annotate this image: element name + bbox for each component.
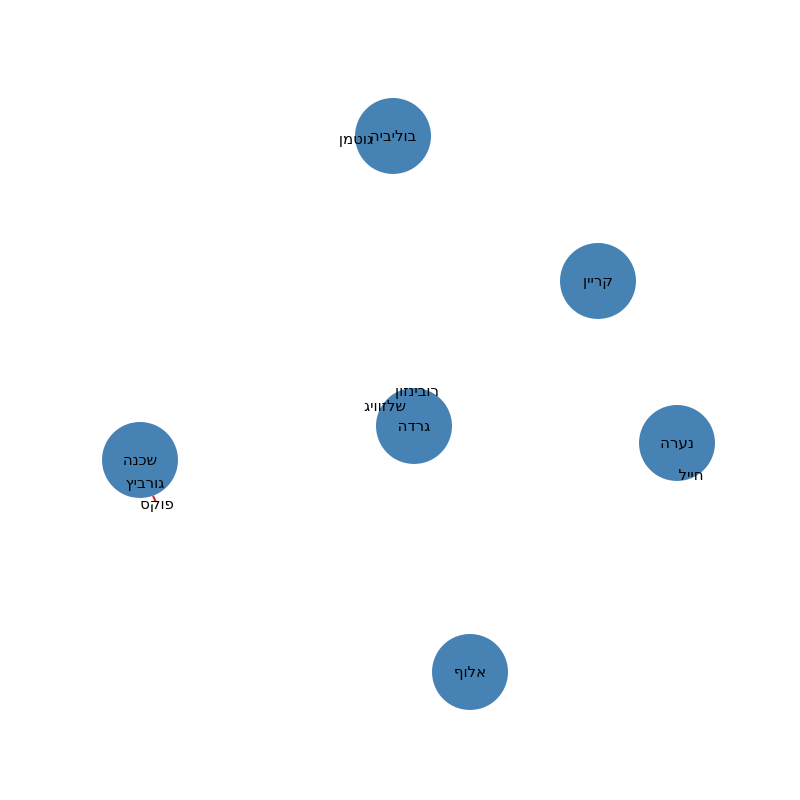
node-krayn-label: קריין <box>583 272 613 290</box>
node-gerda[interactable]: גרדה <box>376 388 452 464</box>
node-shchuna-label: שכנה <box>123 451 157 469</box>
node-gerda-circle <box>376 388 452 464</box>
free-label-layer: גוטמן רובינזון שלזוויג חייל גורביץ פוקס <box>126 130 704 513</box>
node-naara-circle <box>639 405 715 481</box>
label-fuks: פוקס <box>140 495 174 513</box>
node-aluf-circle <box>432 634 508 710</box>
node-bolivia-circle <box>355 98 431 174</box>
node-aluf-label: אלוף <box>454 663 486 681</box>
edge-layer <box>152 495 157 503</box>
label-hayal: חייל <box>678 466 703 484</box>
node-layer: בוליביה קריין גרדה נערה שכנה אלוף <box>102 98 715 710</box>
node-aluf[interactable]: אלוף <box>432 634 508 710</box>
node-gerda-label: גרדה <box>398 417 431 435</box>
label-shlezvig: שלזוויג <box>364 397 406 415</box>
node-bolivia[interactable]: בוליביה <box>355 98 431 174</box>
node-naara[interactable]: נערה <box>639 405 715 481</box>
node-bolivia-label: בוליביה <box>370 127 417 145</box>
node-shchuna-circle <box>102 422 178 498</box>
node-krayn-circle <box>560 243 636 319</box>
edge-gurevich-fuks <box>152 495 157 503</box>
label-robinzon: רובינזון <box>395 382 439 400</box>
node-krayn[interactable]: קריין <box>560 243 636 319</box>
node-shchuna[interactable]: שכנה <box>102 422 178 498</box>
label-gutman: גוטמן <box>339 130 373 148</box>
node-naara-label: נערה <box>660 434 694 452</box>
label-gurevich: גורביץ <box>126 474 165 492</box>
